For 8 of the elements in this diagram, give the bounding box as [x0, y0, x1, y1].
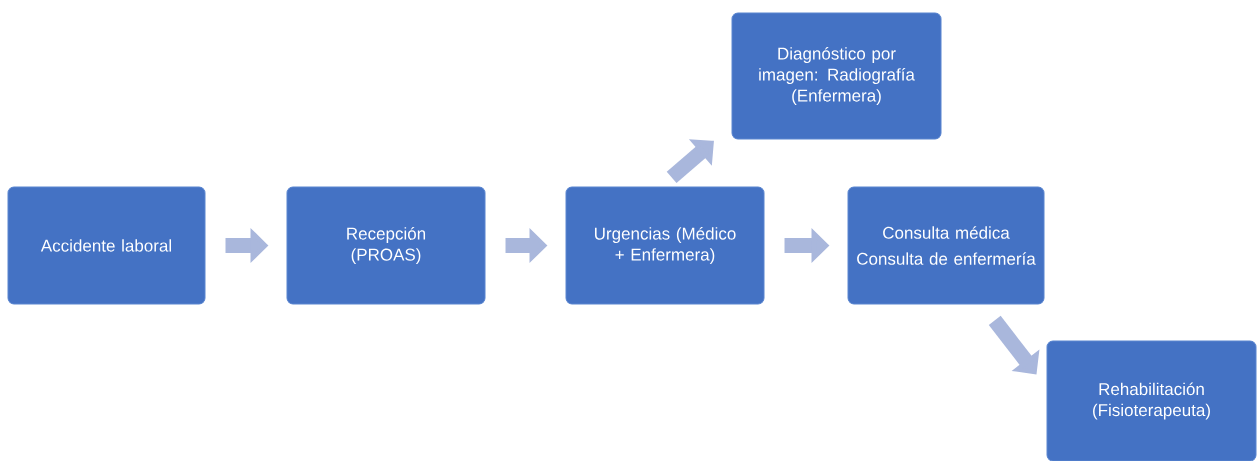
process-box: Accidente laboral [7, 186, 206, 305]
process-box: Diagnóstico por imagen: Radiografía (Enfermera) [731, 12, 942, 140]
arrow [988, 315, 1040, 375]
arrow [666, 139, 714, 184]
process-box: Recepción (PROAS) [286, 186, 486, 305]
process-box: Rehabilitación (Fisioterapeuta) [1046, 340, 1257, 461]
process-box: Urgencias (Médico + Enfermera) [565, 186, 765, 305]
process-box: Consulta médica Consulta de enfermería [847, 186, 1045, 305]
